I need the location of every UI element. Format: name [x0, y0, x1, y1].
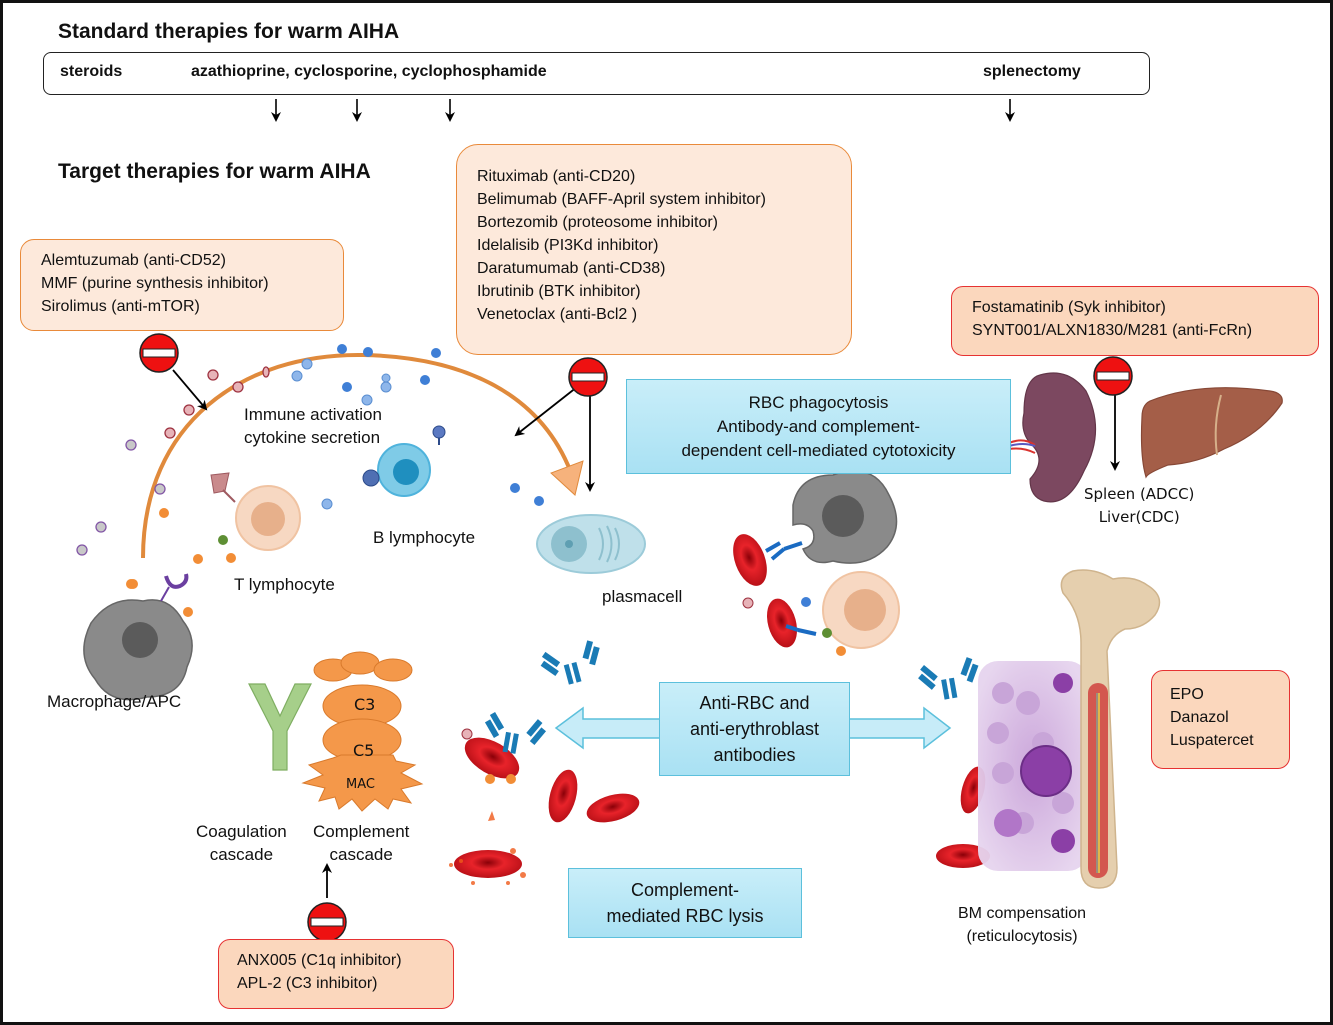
- lysis-debris: [449, 811, 526, 885]
- process-line: dependent cell-mediated cytotoxicity: [681, 440, 956, 460]
- label-line: cascade: [209, 845, 274, 864]
- process-line: RBC phagocytosis: [748, 392, 889, 412]
- drug-item: Rituximab (anti-CD20): [477, 168, 636, 185]
- process-box-antibodies: Anti-RBC and anti-erythroblast antibodie…: [659, 682, 850, 776]
- t-lymphocyte-icon: [210, 472, 301, 551]
- label-coagulation-cascade: Coagulation cascade: [196, 820, 287, 866]
- process-box-phagocytosis: RBC phagocytosis Antibody-and complement…: [626, 379, 1011, 474]
- arc-arrowhead-icon: [550, 460, 584, 496]
- label-mac: MAC: [346, 777, 375, 792]
- inhibitor-sign-icon: [1093, 356, 1133, 396]
- inhibitor-sign-icon: [568, 357, 608, 397]
- process-line: Antibody-and complement-: [716, 416, 921, 436]
- inhibitor-sign-icon: [307, 902, 347, 942]
- label-macrophage: Macrophage/APC: [47, 692, 182, 711]
- label-line: Complement: [313, 822, 410, 841]
- drug-box-phagocytosis-agents: Fostamatinib (Syk inhibitor) SYNT001/ALX…: [951, 286, 1319, 356]
- drug-item: APL-2 (C3 inhibitor): [237, 975, 378, 992]
- complement-cascade-icon: [301, 651, 424, 812]
- illustration-layer: [76, 99, 1283, 942]
- drug-box-b-cell-agents: Rituximab (anti-CD20) Belimumab (BAFF-Ap…: [456, 144, 852, 355]
- drug-item: ANX005 (C1q inhibitor): [237, 952, 402, 969]
- spleen-icon: [1008, 372, 1097, 503]
- drug-box-marrow-stimulants: EPO Danazol Luspatercet: [1151, 670, 1290, 769]
- antibody-icon: [540, 640, 600, 685]
- liver-icon: [1140, 387, 1283, 479]
- process-box-rbc-lysis: Complement- mediated RBC lysis: [568, 868, 802, 938]
- drug-item: MMF (purine synthesis inhibitor): [41, 275, 269, 292]
- process-line: Complement-: [630, 880, 740, 900]
- drug-item: Danazol: [1170, 709, 1229, 726]
- drug-item: Idelalisib (PI3Kd inhibitor): [477, 237, 659, 254]
- label-bm-compensation: BM compensation (reticulocytosis): [958, 902, 1086, 948]
- standard-item-steroids: steroids: [60, 63, 123, 80]
- inhibition-arrows: [172, 369, 1120, 898]
- standard-arrows: [271, 99, 1015, 122]
- nk-cell-icon: [742, 571, 900, 656]
- macrophage-icon: [83, 573, 193, 701]
- label-line: Liver(CDC): [1098, 508, 1180, 526]
- standard-item-immunosuppressants: azathioprine, cyclosporine, cyclophospha…: [191, 63, 547, 80]
- drug-item: EPO: [1170, 686, 1204, 703]
- b-lymphocyte-icon: [362, 425, 446, 497]
- phagocyte-macrophage-icon: [792, 470, 898, 564]
- antibody-icons: [484, 541, 979, 754]
- plasma-cell-icon: [536, 514, 646, 574]
- process-line: antibodies: [713, 745, 796, 765]
- label-line: cytokine secretion: [244, 428, 381, 447]
- label-line: BM compensation: [958, 905, 1087, 922]
- drug-item: Sirolimus (anti-mTOR): [41, 298, 200, 315]
- antibody-icon: [484, 711, 547, 754]
- drug-box-complement-inhibitors: ANX005 (C1q inhibitor) APL-2 (C3 inhibit…: [218, 939, 454, 1009]
- drug-item: Venetoclax (anti-Bcl2 ): [477, 306, 638, 323]
- drug-item: Belimumab (BAFF-April system inhibitor): [477, 191, 766, 208]
- label-c3: C3: [354, 695, 376, 714]
- drug-item: Daratumumab (anti-CD38): [477, 260, 666, 277]
- label-line: (reticulocytosis): [966, 928, 1078, 945]
- process-line: Anti-RBC and: [699, 693, 810, 713]
- label-t-lymphocyte: T lymphocyte: [234, 575, 335, 594]
- target-therapies-title: Target therapies for warm AIHA: [58, 160, 371, 183]
- label-plasmacell: plasmacell: [602, 587, 683, 606]
- standard-therapies-title: Standard therapies for warm AIHA: [58, 20, 400, 43]
- inhibitor-sign-icon: [139, 333, 179, 373]
- standard-item-splenectomy: splenectomy: [983, 63, 1081, 80]
- label-immune-activation: Immune activation cytokine secretion: [244, 403, 382, 449]
- label-spleen-liver: Spleen (ADCC) Liver(CDC): [1084, 483, 1194, 529]
- drug-item: Ibrutinib (BTK inhibitor): [477, 283, 641, 300]
- label-line: cascade: [329, 845, 393, 864]
- process-line: mediated RBC lysis: [606, 906, 764, 926]
- bone-marrow-icon: [978, 661, 1088, 871]
- antibody-icon: [918, 657, 979, 700]
- standard-therapies-bar: [43, 52, 1150, 95]
- inhibitor-signs: [139, 333, 1133, 942]
- label-line: Immune activation: [244, 405, 382, 424]
- process-line: anti-erythroblast: [689, 719, 820, 739]
- drug-item: Luspatercet: [1170, 732, 1254, 749]
- drug-box-t-cell-agents: Alemtuzumab (anti-CD52) MMF (purine synt…: [20, 239, 344, 331]
- immune-activation-arc: [141, 352, 575, 559]
- label-complement-cascade: Complement cascade: [313, 820, 409, 866]
- drug-item: Fostamatinib (Syk inhibitor): [972, 299, 1166, 316]
- drug-item: SYNT001/ALXN1830/M281 (anti-FcRn): [972, 322, 1253, 339]
- femur-icon: [1060, 569, 1161, 889]
- label-line: Coagulation: [196, 822, 287, 841]
- label-c5: C5: [353, 741, 375, 760]
- label-b-lymphocyte: B lymphocyte: [373, 528, 476, 547]
- red-blood-cells: [449, 534, 990, 885]
- drug-item: Alemtuzumab (anti-CD52): [41, 252, 226, 269]
- coagulation-y-icon: [248, 683, 312, 771]
- label-line: Spleen (ADCC): [1084, 485, 1195, 503]
- drug-item: Bortezomib (proteosome inhibitor): [477, 214, 718, 231]
